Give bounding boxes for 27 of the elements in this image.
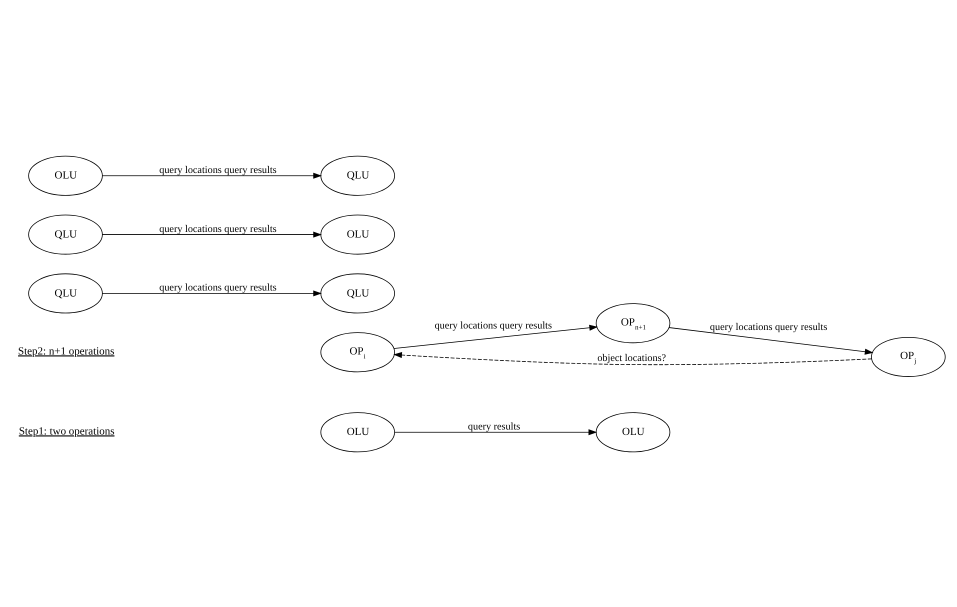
node-ellipse: OP$_{i}$ [320,332,395,372]
node-ellipse: OLU [320,214,395,254]
edge-label: query locations query results [159,282,277,294]
node-ellipse: OP$_{j}$ [871,336,946,376]
edge-label: query locations query results [434,320,552,331]
node-ellipse: QLU [28,272,103,313]
edge-label: query results [468,420,520,432]
arrow [394,324,598,348]
edge-label: query locations query results [710,321,828,332]
arrow [394,428,598,435]
node-ellipse: OLU [28,155,103,196]
edge-label: query locations query results [159,164,277,176]
edge-label: query locations query results [159,223,277,234]
arrow [102,290,322,296]
arrow [102,231,322,238]
arrow [393,352,872,365]
node-ellipse: OP$_{n+1}$ [596,302,670,343]
label: Step2: n+1 operations [18,344,114,357]
arrow [668,326,874,354]
edge-label: object locations? [597,352,666,364]
node-ellipse: OLU [320,412,395,452]
node-ellipse: QLU [28,214,103,254]
label: Step1: two operations [18,424,115,437]
node-ellipse: QLU [320,272,395,313]
node-ellipse: QLU [320,155,395,196]
arrow [102,172,322,178]
node-ellipse: OLU [596,412,670,452]
